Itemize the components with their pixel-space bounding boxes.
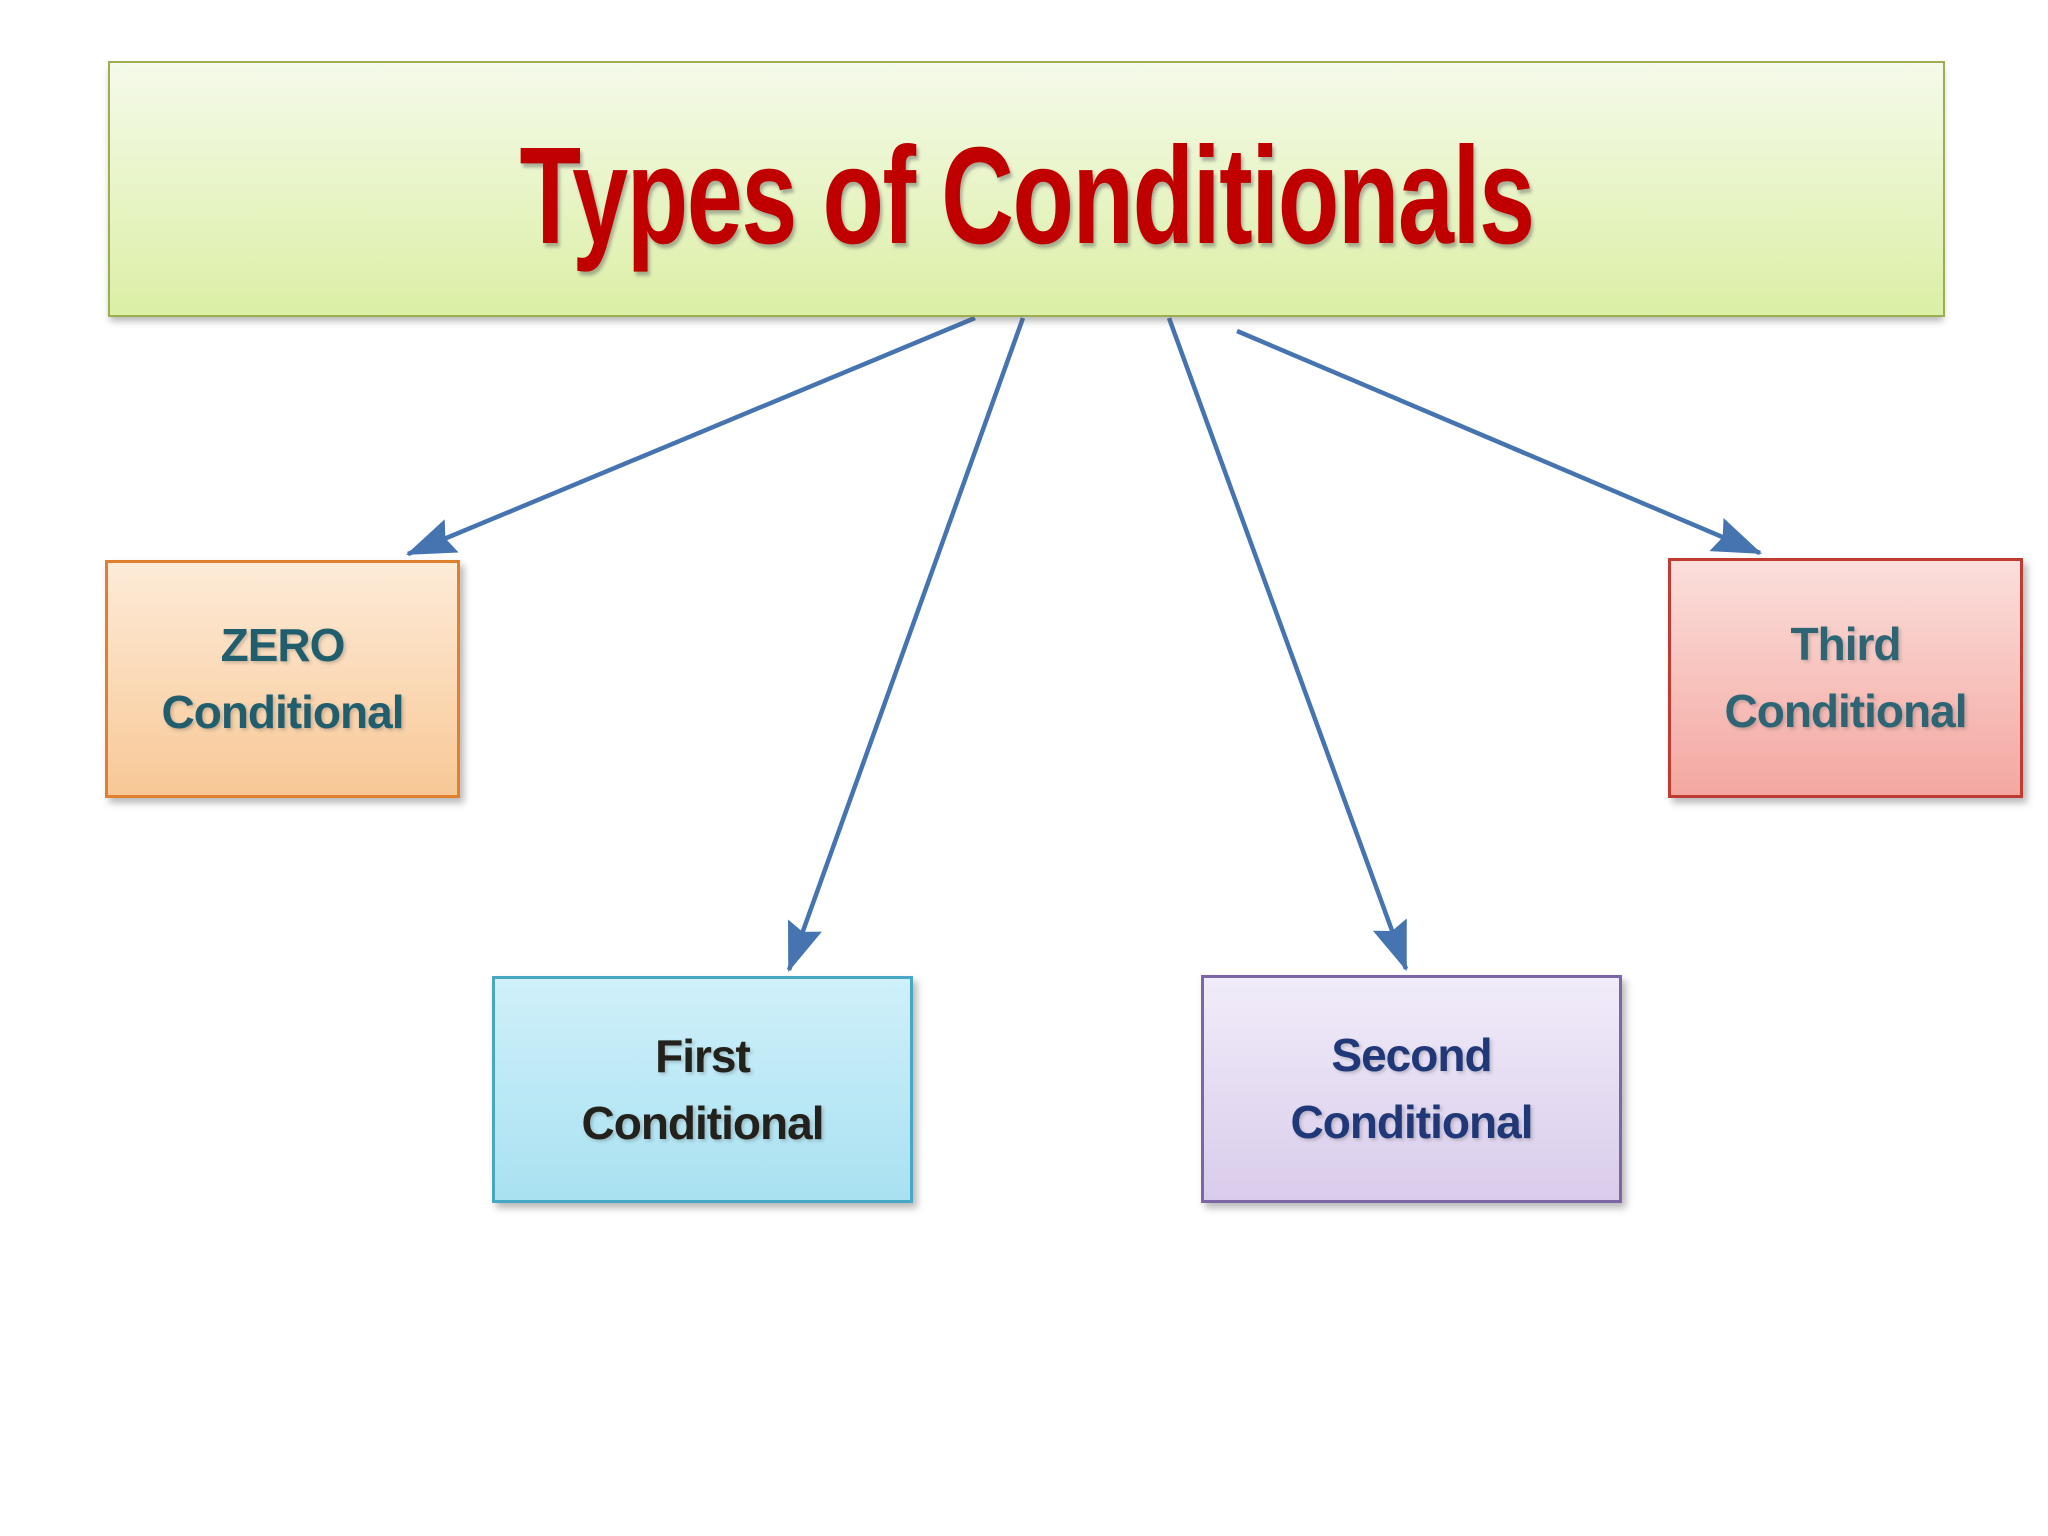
node-label-line1: ZERO — [220, 619, 346, 672]
node-label-line2: Conditional — [161, 686, 405, 738]
title-box: Types of Conditionals — [108, 61, 1945, 317]
arrow-title-to-first — [786, 317, 1026, 973]
slide-title: Types of Conditionals — [519, 118, 1535, 273]
node-second-conditional: Second Conditional — [1201, 975, 1622, 1203]
node-first-conditional: First Conditional — [492, 976, 913, 1203]
arrow-title-to-zero — [405, 315, 976, 557]
node-zero-conditional: ZERO Conditional — [105, 560, 460, 798]
node-label-line2: Conditional — [581, 1096, 825, 1149]
node-label-line2: Conditional — [1724, 685, 1968, 737]
node-label-line1: Second — [1331, 1029, 1492, 1082]
arrow-title-to-second — [1166, 317, 1409, 972]
arrow-title-to-third — [1236, 328, 1763, 556]
node-label-line2: Conditional — [1290, 1096, 1534, 1148]
node-label-line1: First — [655, 1029, 751, 1082]
node-label-line1: Third — [1790, 618, 1902, 671]
node-third-conditional: Third Conditional — [1668, 558, 2023, 798]
